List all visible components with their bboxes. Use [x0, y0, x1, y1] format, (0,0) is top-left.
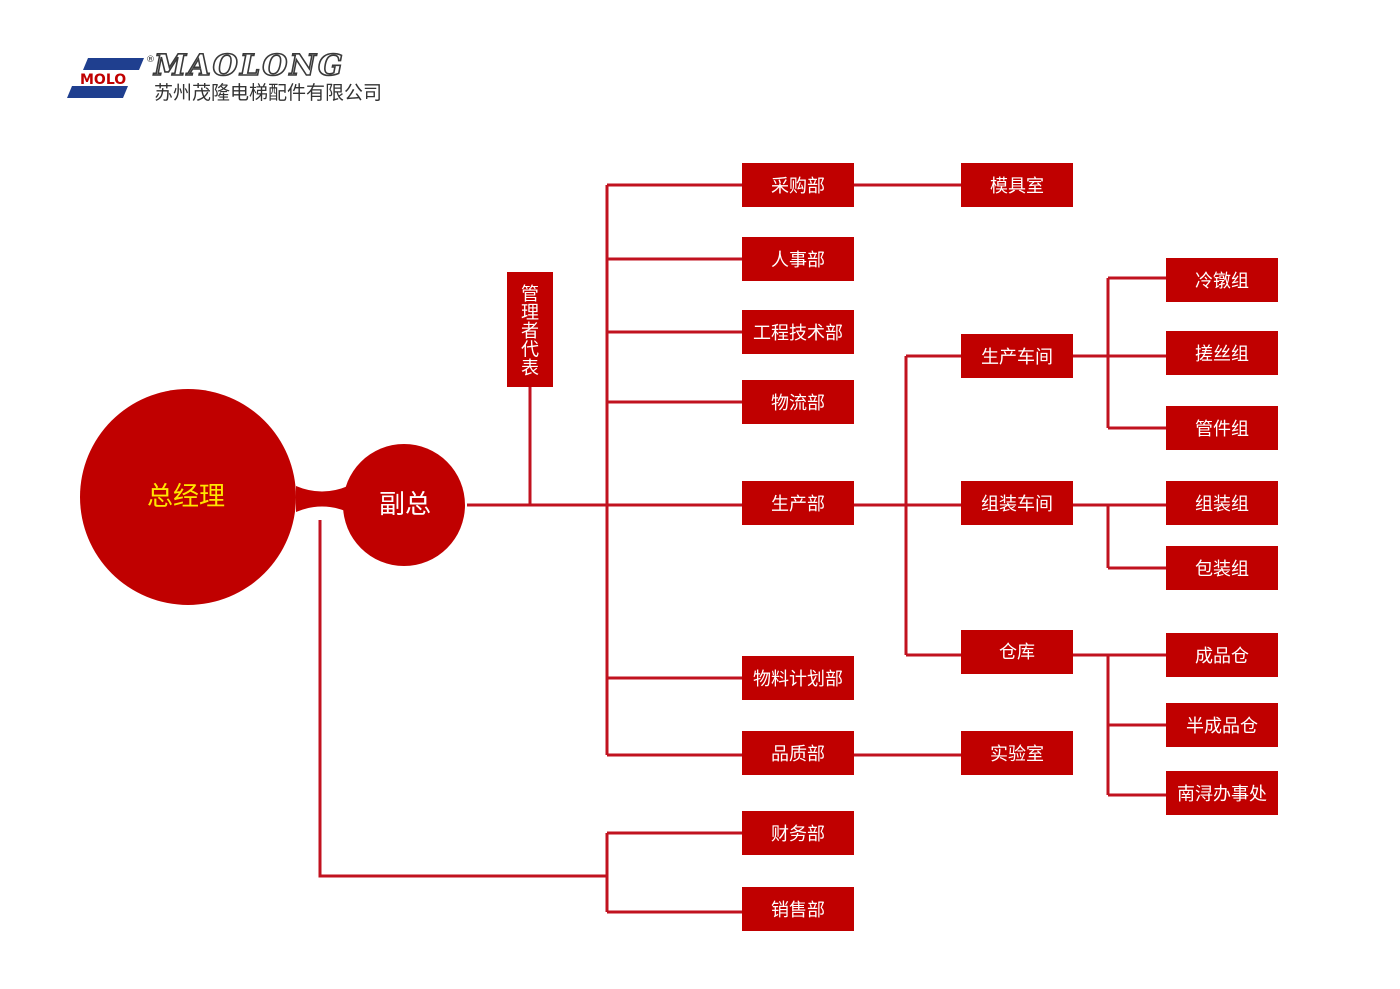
mgmt-rep-char: 表: [521, 358, 539, 379]
mgmt-rep-char: 管: [521, 284, 539, 305]
node-finance: 财务部: [742, 811, 854, 855]
node-lab: 实验室: [961, 731, 1073, 775]
semi-finished-label: 半成品仓: [1186, 716, 1258, 737]
node-logistics: 物流部: [742, 380, 854, 424]
finance-label: 财务部: [771, 824, 825, 845]
warehouse-label: 仓库: [999, 642, 1035, 663]
line-gm-direct: [318, 520, 607, 878]
nanxun-office-label: 南浔办事处: [1177, 784, 1267, 805]
node-material-planning: 物料计划部: [742, 656, 854, 700]
node-warehouse: 仓库: [961, 630, 1073, 674]
finished-goods-label: 成品仓: [1195, 646, 1249, 667]
logo-mark-white-band: [76, 70, 139, 86]
logo-mark-text: MOLO: [80, 72, 126, 88]
node-thread-rolling: 搓丝组: [1166, 331, 1278, 375]
mgmt-rep-char: 代: [521, 340, 539, 361]
node-quality: 品质部: [742, 731, 854, 775]
engineering-label: 工程技术部: [753, 323, 843, 344]
node-cold-heading: 冷镦组: [1166, 258, 1278, 302]
node-mold-room: 模具室: [961, 163, 1073, 207]
logistics-label: 物流部: [771, 393, 825, 414]
sales-label: 销售部: [771, 900, 825, 921]
node-production: 生产部: [742, 481, 854, 525]
node-mgmt-rep: 管理者代表: [507, 272, 553, 387]
node-deputy: 副总: [343, 444, 465, 566]
quality-label: 品质部: [771, 744, 825, 765]
lab-label: 实验室: [990, 744, 1044, 765]
cold-heading-label: 冷镦组: [1195, 271, 1249, 292]
company-logo: MOLO ® MAOLONG 苏州茂隆电梯配件有限公司: [67, 47, 382, 104]
general-manager-label: 总经理: [147, 482, 225, 512]
logo-reg-mark: ®: [146, 55, 155, 65]
mgmt-rep-char: 理: [521, 303, 539, 324]
node-nanxun-office: 南浔办事处: [1166, 771, 1278, 815]
node-production-workshop: 生产车间: [961, 334, 1073, 378]
assembly-workshop-label: 组装车间: [981, 494, 1053, 515]
node-assembly-group: 组装组: [1166, 481, 1278, 525]
node-tube-group: 管件组: [1166, 406, 1278, 450]
connector-lines: [296, 183, 1166, 914]
assembly-group-label: 组装组: [1195, 494, 1249, 515]
node-semi-finished: 半成品仓: [1166, 703, 1278, 747]
mgmt-rep-label: 管理者代表: [521, 284, 539, 379]
thread-rolling-label: 搓丝组: [1195, 344, 1249, 365]
material-planning-label: 物料计划部: [753, 669, 843, 690]
tube-group-label: 管件组: [1195, 419, 1249, 440]
node-sales: 销售部: [742, 887, 854, 931]
node-engineering: 工程技术部: [742, 310, 854, 354]
logo-company-name: 苏州茂隆电梯配件有限公司: [154, 82, 382, 104]
node-hr: 人事部: [742, 237, 854, 281]
logo-mark-bar-bottom: [67, 86, 128, 98]
deputy-label: 副总: [379, 490, 431, 520]
logo-brand-name: MAOLONG: [153, 48, 345, 82]
purchasing-label: 采购部: [771, 176, 825, 197]
hr-label: 人事部: [771, 250, 825, 271]
node-packaging-group: 包装组: [1166, 546, 1278, 590]
node-general-manager: 总经理: [80, 389, 296, 605]
logo-mark-bar-top: [83, 58, 144, 70]
production-workshop-label: 生产车间: [981, 347, 1053, 368]
mgmt-rep-char: 者: [521, 321, 539, 342]
packaging-group-label: 包装组: [1195, 559, 1249, 580]
mold-room-label: 模具室: [990, 176, 1044, 197]
node-purchasing: 采购部: [742, 163, 854, 207]
node-finished-goods: 成品仓: [1166, 633, 1278, 677]
node-assembly-workshop: 组装车间: [961, 481, 1073, 525]
production-label: 生产部: [771, 494, 825, 515]
gm-deputy-neck: [296, 486, 348, 512]
